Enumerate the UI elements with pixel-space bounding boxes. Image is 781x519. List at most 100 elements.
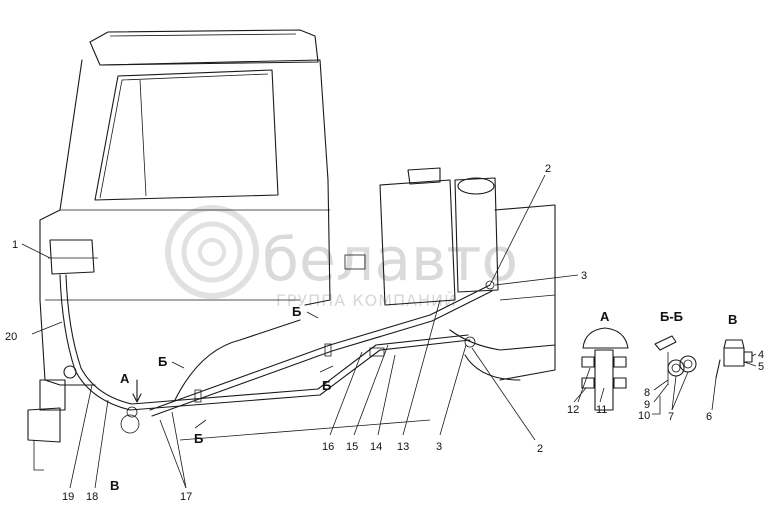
leader-14: [377, 354, 396, 436]
callout-19: 19: [62, 491, 74, 503]
leader-6: [711, 377, 717, 411]
detail-v-stem: [715, 359, 721, 379]
arrow-icon: [171, 361, 185, 369]
detail-view-v: В: [715, 312, 753, 379]
callout-9: 9: [644, 399, 650, 411]
leader-7b: [671, 371, 689, 411]
lamp-unit: [49, 239, 95, 275]
arrow-icon: [132, 393, 142, 403]
leader-8: [653, 379, 669, 391]
callout-11: 11: [596, 404, 607, 416]
detail-a-port-left-bottom: [581, 377, 595, 389]
callout-6: 6: [706, 411, 712, 423]
cab-front-outline: [39, 59, 96, 386]
callout-numbers: 1 20 19 18 17 16 15 14 13 3 2 2 3 12 11 …: [5, 163, 764, 503]
window-inner-frame: [99, 73, 269, 199]
front-corner-block: [39, 379, 66, 411]
step-bracket: [33, 440, 44, 471]
window-divider: [139, 79, 147, 197]
cab-side-outline: [99, 59, 331, 306]
pipe-upper: [149, 284, 491, 411]
engine-frame: [344, 167, 556, 381]
clamp-icon: [344, 254, 366, 270]
callout-8: 8: [644, 387, 650, 399]
detail-v-cap: [723, 339, 745, 349]
frame-crossmember: [499, 294, 556, 301]
arrow-icon: [194, 419, 207, 429]
arrow-icon: [319, 365, 334, 373]
detail-v-port: [743, 351, 753, 363]
valve-A: [126, 406, 138, 418]
leader-2-bottom: [471, 347, 536, 441]
watermark-subtitle: ГРУППА КОМПАНИЙ: [276, 291, 457, 310]
callout-3-bottom: 3: [436, 441, 442, 453]
callout-2-bottom: 2: [537, 443, 543, 455]
callout-1: 1: [12, 239, 18, 251]
leader-15: [353, 344, 389, 436]
pipe-clamp-16: [324, 343, 332, 357]
arrow-icon: [306, 311, 319, 319]
callout-4: 4: [758, 349, 764, 361]
logo-icon: [165, 205, 259, 299]
leader-2-top: [489, 174, 546, 286]
leader-9: [653, 383, 669, 403]
callout-2-top: 2: [545, 163, 551, 175]
callout-10: 10: [638, 410, 650, 422]
callout-12: 12: [567, 404, 579, 416]
wheel-arch: [174, 319, 301, 401]
detail-v-body: [723, 347, 745, 367]
callout-7: 7: [668, 411, 674, 423]
leader-7a: [671, 375, 677, 411]
detail-bb-ring-1-inner: [671, 363, 681, 373]
frame-rail: [494, 204, 556, 381]
truck-cab: [27, 29, 331, 471]
lower-curve: [464, 354, 521, 381]
leader-17b: [171, 411, 187, 489]
pipe-upper-parallel: [151, 290, 493, 417]
door-window: [94, 69, 279, 201]
front-bumper: [27, 407, 61, 443]
callout-3-top: 3: [581, 270, 587, 282]
leader-17a: [159, 419, 187, 489]
leader-13: [402, 299, 441, 436]
detail-a-body: [594, 349, 614, 411]
section-label-b1: Б: [292, 304, 301, 319]
callout-20: 20: [5, 331, 17, 343]
callout-16: 16: [322, 441, 334, 453]
connector-3: [464, 336, 476, 348]
leader-12a: [573, 387, 587, 403]
pipe-clamp-17: [194, 389, 202, 403]
detail-view-bb: Б-Б: [654, 309, 697, 385]
leader-4: [751, 353, 757, 357]
leader-11: [599, 387, 605, 403]
view-label-a: А: [120, 371, 130, 386]
watermark: белавто ГРУППА КОМПАНИЙ: [165, 205, 518, 310]
valve-V: [120, 414, 140, 434]
callout-14: 14: [370, 441, 382, 453]
leader-1: [21, 243, 51, 259]
detail-a-port-right-bottom: [613, 377, 627, 389]
callout-5: 5: [758, 361, 764, 373]
detail-view-a: А: [581, 309, 629, 411]
detail-a-port-left-top: [581, 356, 595, 368]
callout-15: 15: [346, 441, 358, 453]
detail-a-housing: [582, 327, 629, 349]
watermark-brand: белавто: [262, 225, 518, 295]
roof-line: [109, 33, 297, 37]
pipe-coupling-14: [369, 347, 385, 357]
callout-17: 17: [180, 491, 192, 503]
pipelines: [59, 274, 495, 441]
pipe-lower: [179, 419, 431, 441]
intake-top: [457, 177, 495, 195]
leader-5: [743, 361, 757, 367]
leader-lines: [21, 174, 757, 489]
detail-a-title: А: [600, 309, 610, 324]
leader-10: [652, 396, 661, 415]
detail-bb-bracket: [654, 335, 677, 351]
section-label-b3: Б: [322, 378, 331, 393]
section-label-b4: Б: [194, 431, 203, 446]
air-filter-housing: [379, 179, 456, 306]
filter-cap: [407, 167, 441, 185]
